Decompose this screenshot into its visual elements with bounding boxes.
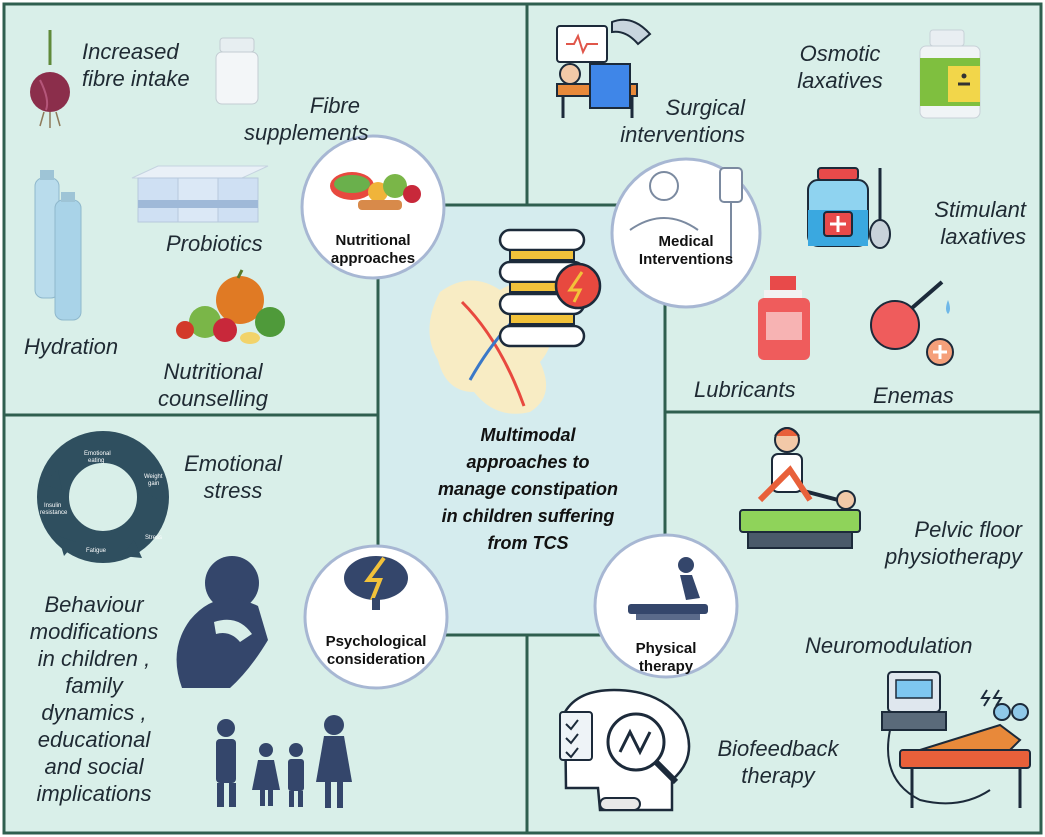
hub-circle-psychological <box>303 544 449 690</box>
surgery-icon <box>556 18 652 118</box>
cycle-label: Stress <box>145 535 162 541</box>
neuromodulation-icon <box>881 671 1031 808</box>
cycle-label: eating <box>88 458 104 464</box>
vegetables-icon <box>176 269 285 344</box>
family-icon <box>216 715 352 808</box>
cycle-label: Insulin <box>44 503 61 509</box>
stimulant-laxative-jar-icon <box>807 167 891 249</box>
onion-icon <box>30 30 70 128</box>
yogurt-cups-icon <box>131 165 269 223</box>
pelvic-physio-icon <box>739 427 861 549</box>
cycle-label: Weight <box>144 474 163 480</box>
spine-icon <box>429 228 602 414</box>
label-probiotics: Probiotics <box>166 231 263 256</box>
cycle-label: Fatigue <box>86 548 107 554</box>
label-neuromodulation: Neuromodulation <box>805 633 973 658</box>
hub-circle-nutritional <box>300 134 446 280</box>
biofeedback-icon <box>559 688 691 812</box>
enema-bulb-icon <box>870 280 954 366</box>
osmotic-laxative-bottle-icon <box>919 29 981 119</box>
supplement-jar-icon <box>215 37 259 105</box>
cycle-label: resistance <box>40 510 68 516</box>
cycle-diagram-icon: Emotional eating Weight gain Stress Fati… <box>37 431 169 563</box>
hub-circle-physical <box>593 533 739 679</box>
cycle-label: gain <box>148 481 159 487</box>
label-behaviour-modifications: Behaviour modifications in children , fa… <box>29 592 159 806</box>
label-lubricants: Lubricants <box>694 377 796 402</box>
hub-circle-medical <box>610 157 762 309</box>
label-enemas: Enemas <box>873 383 954 408</box>
sad-person-icon <box>176 556 268 688</box>
center-title: Multimodal approaches to manage constipa… <box>437 425 619 553</box>
label-hydration: Hydration <box>24 334 119 359</box>
water-bottles-icon <box>34 170 82 321</box>
lubricant-bottle-icon <box>758 276 810 360</box>
cycle-label: Emotional <box>84 451 111 457</box>
